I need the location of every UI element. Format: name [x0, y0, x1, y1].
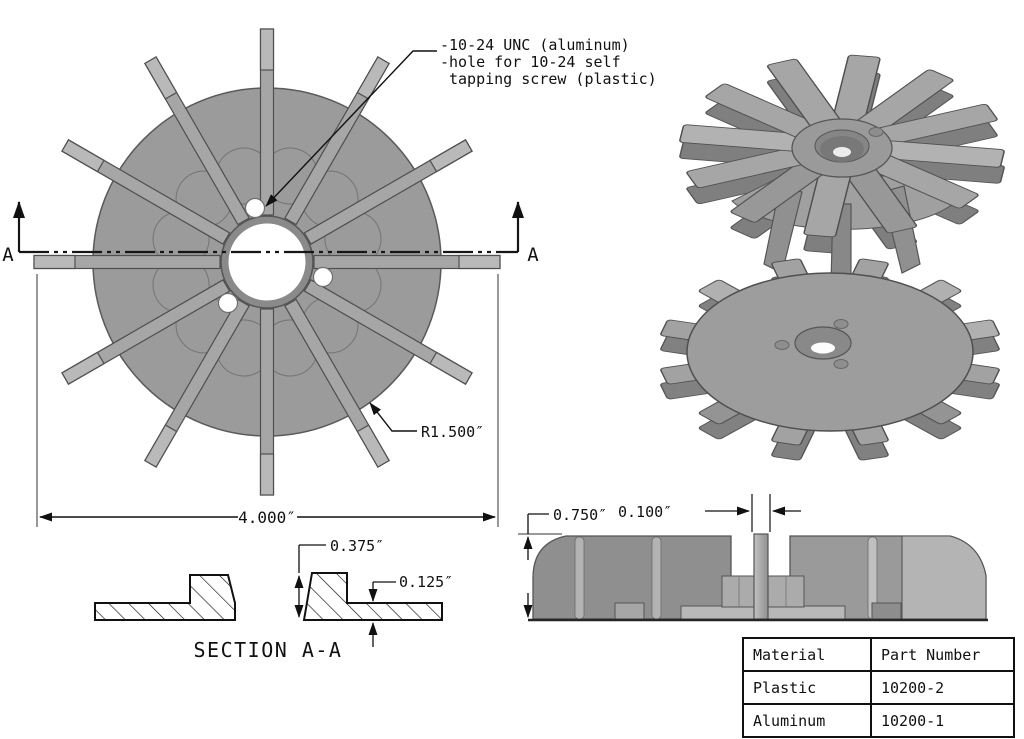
callout-line2: -hole for 10-24 self	[440, 53, 621, 71]
overall-width-dimension: 4.000″	[36, 274, 499, 527]
section-a-a-view: 0.375″ 0.125″ SECTION A-A	[94, 537, 453, 662]
hub-height-dim-text: 0.375″	[330, 537, 384, 555]
screw-hole-right	[312, 266, 334, 288]
section-line-a-a: A A	[2, 201, 539, 266]
front-view: A A -10-24 UNC (aluminum) -hole for 10-2…	[2, 28, 657, 527]
radius-dimension: R1.500″	[369, 402, 484, 441]
blade-thickness-dim-text: 0.100″	[618, 503, 672, 521]
section-cut-left-piece	[94, 574, 236, 621]
radius-dim-text: R1.500″	[421, 423, 484, 441]
table-cell-material: Aluminum	[742, 703, 872, 738]
screw-hole-top	[244, 197, 266, 219]
iso-bottom-hole-2	[774, 340, 790, 350]
table-row: Plastic 10200-2	[742, 670, 1015, 705]
parts-table: Material Part Number Plastic 10200-2 Alu…	[742, 637, 1015, 738]
radius-leader-line	[369, 402, 417, 432]
section-cut-right-piece	[302, 572, 443, 621]
screw-hole-lower-left	[217, 292, 239, 314]
iso-top-screw-hole	[868, 127, 884, 137]
iso-bottom-hole-3	[833, 359, 849, 369]
plate-thickness-dim-text: 0.125″	[399, 573, 453, 591]
callout-line1: -10-24 UNC (aluminum)	[440, 36, 630, 54]
iso-bottom-hole-1	[833, 319, 849, 329]
plate-thickness-dimension: 0.125″	[368, 573, 453, 647]
table-cell-part-number: 10200-2	[870, 670, 1015, 705]
section-label-left: A	[2, 244, 14, 266]
table-cell-part-number: 10200-1	[870, 703, 1015, 738]
overall-height-dim-text: 0.750″	[553, 506, 607, 524]
callout-line3: tapping screw (plastic)	[449, 70, 657, 88]
side-center-blade	[753, 533, 769, 620]
table-header-material: Material	[742, 637, 872, 672]
iso-view-top	[678, 54, 1006, 285]
overall-height-dimension: 0.750″	[518, 506, 607, 618]
table-header-row: Material Part Number	[742, 637, 1015, 672]
table-header-part-number: Part Number	[870, 637, 1015, 672]
callout-leader-line	[265, 50, 437, 207]
center-bore	[227, 222, 307, 302]
table-cell-material: Plastic	[742, 670, 872, 705]
overall-dim-text: 4.000″	[238, 508, 296, 527]
section-view-title: SECTION A-A	[194, 638, 343, 662]
screw-hole-callout: -10-24 UNC (aluminum) -hole for 10-24 se…	[265, 36, 657, 207]
side-elevation-view: 0.750″ 0.100″	[518, 494, 988, 622]
blade-thickness-dimension: 0.100″	[618, 494, 801, 532]
iso-view-bottom	[659, 257, 1001, 462]
table-row: Aluminum 10200-1	[742, 703, 1015, 738]
hub-height-dimension: 0.375″	[294, 537, 384, 618]
section-label-right: A	[527, 244, 539, 266]
